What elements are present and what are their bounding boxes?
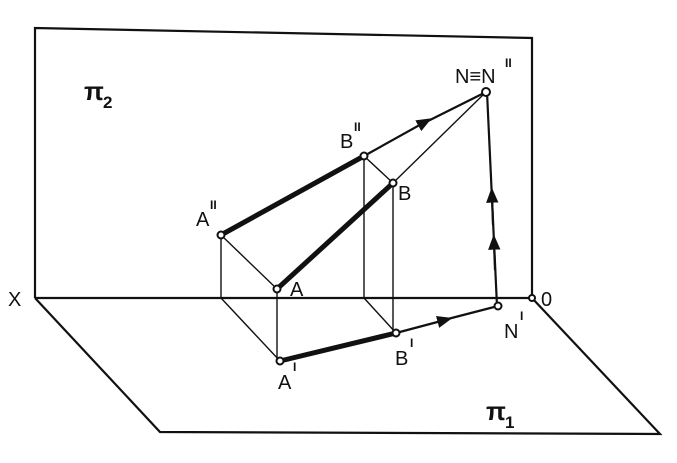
label-a2: A <box>196 209 210 231</box>
line-b1-to-n1 <box>395 316 453 335</box>
arrow-n-lower <box>488 234 501 271</box>
point-a2 <box>216 230 226 240</box>
line-a-to-n <box>392 91 487 184</box>
label-a: A <box>290 279 304 301</box>
label-b2-sup: II <box>354 120 361 134</box>
label-n1-sup: I <box>520 309 523 323</box>
label-a1-sup: I <box>293 360 296 374</box>
label-x-axis: X <box>8 289 21 311</box>
label-pi1: π <box>486 396 506 426</box>
connector-axis-b1 <box>363 297 397 334</box>
label-n-sup: II <box>505 56 512 70</box>
connector-axis-a1 <box>220 297 281 362</box>
arrow-n-upper <box>486 187 499 226</box>
point-a <box>272 284 282 294</box>
label-b1-sup: I <box>410 336 413 350</box>
point-n1 <box>493 301 503 311</box>
segment-a1-b1 <box>277 330 399 364</box>
line-b2-to-n2-rest <box>419 91 487 126</box>
frontal-plane-pi2 <box>33 26 534 298</box>
point-b2 <box>359 151 369 161</box>
point-b <box>388 178 398 188</box>
horizontal-plane-pi1 <box>34 297 663 436</box>
label-b2: B <box>340 131 353 153</box>
segment-a-b <box>274 180 396 292</box>
label-b: B <box>398 183 411 205</box>
label-n: N≡N <box>455 66 496 88</box>
line-b1-to-n1-rest <box>439 304 499 323</box>
label-a1: A <box>278 372 292 394</box>
point-origin <box>528 294 536 302</box>
label-pi2-sub: 2 <box>103 93 112 112</box>
label-n1: N <box>504 321 518 343</box>
label-b1: B <box>395 348 408 370</box>
connector-a2-a <box>220 234 278 290</box>
connector-b2-b <box>363 155 394 184</box>
label-origin: 0 <box>541 289 552 311</box>
point-b1 <box>391 328 401 338</box>
point-n2 <box>481 87 491 97</box>
label-pi2: π <box>84 76 104 106</box>
segment-a2-b2 <box>218 153 367 238</box>
point-a1 <box>275 356 285 366</box>
label-pi1-sub: 1 <box>505 413 514 432</box>
label-a2-sup: II <box>210 198 217 212</box>
line-b2-to-n2 <box>363 118 432 157</box>
